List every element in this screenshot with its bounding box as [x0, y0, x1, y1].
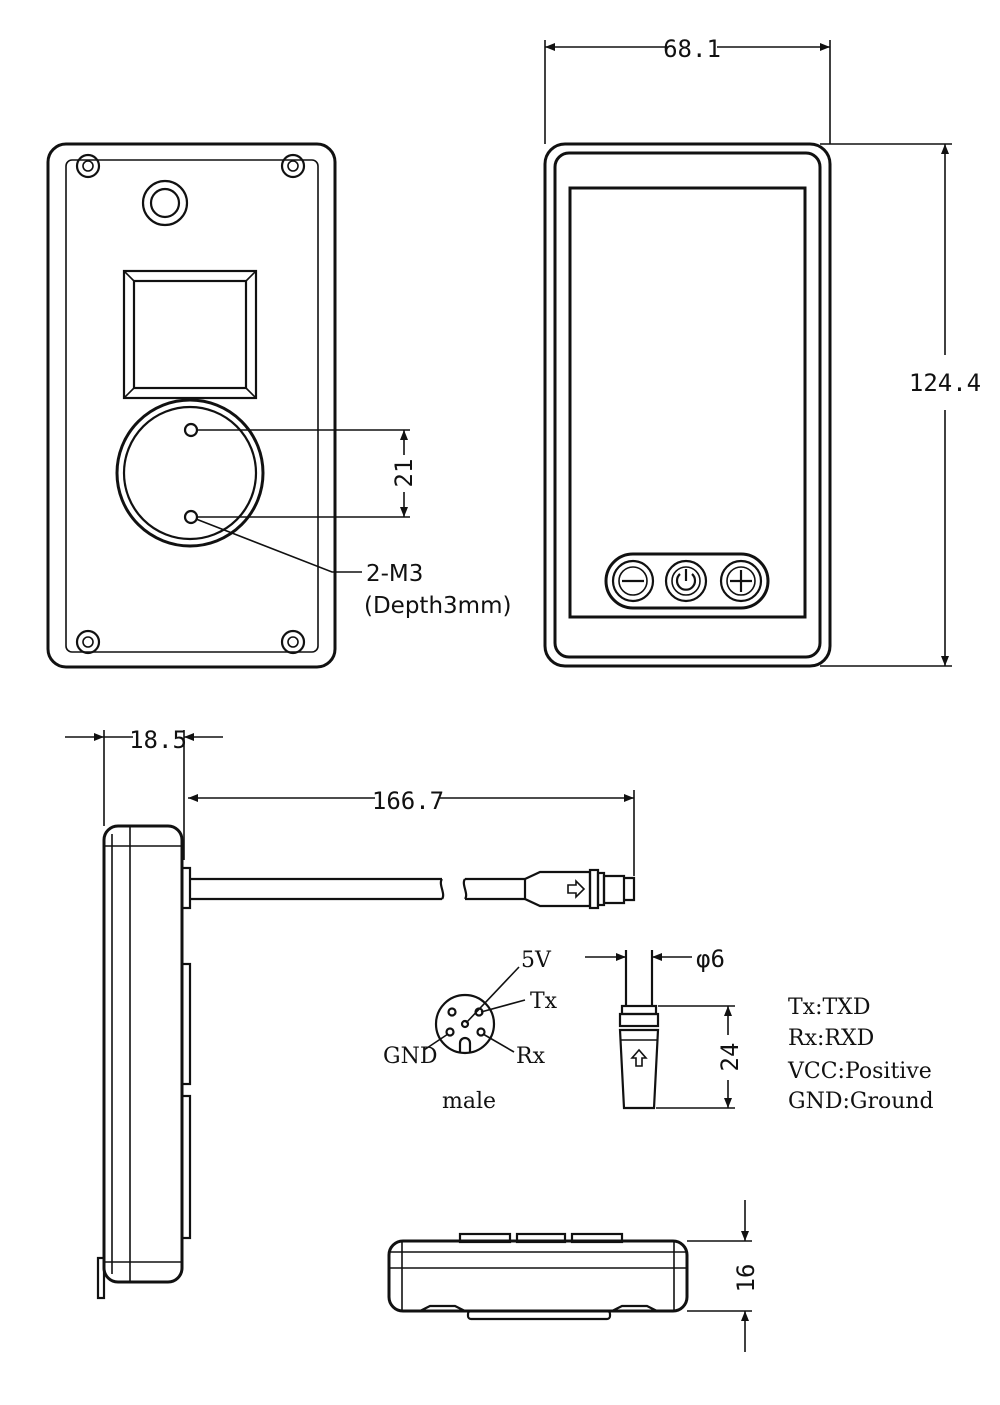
bottom-view: 16: [387, 1200, 760, 1352]
legend-item: GND:Ground: [788, 1089, 934, 1114]
bottom-height-dimension: 16: [687, 1200, 760, 1352]
thickness-dimension: 18.5: [65, 726, 223, 860]
plug-length-label: 24: [716, 1043, 744, 1072]
pin-tx-label: Tx: [530, 989, 558, 1014]
back-view: 21 2-M3 (Depth3mm): [46, 142, 511, 669]
height-label: 124.4: [909, 369, 981, 397]
round-boss: [115, 398, 265, 548]
square-window: [122, 269, 258, 400]
bottom-height-label: 16: [732, 1264, 760, 1293]
plug-detail: φ6 24: [585, 945, 744, 1110]
legend-item: Tx:TXD: [788, 995, 870, 1020]
height-dimension: 124.4: [820, 143, 981, 667]
hole-spacing-dimension: 21: [197, 429, 418, 518]
front-view: 68.1 124.4: [543, 35, 981, 668]
plus-button[interactable]: [719, 559, 763, 603]
pin-legend: Tx:TXD Rx:RXD VCC:Positive GND:Ground: [787, 995, 934, 1114]
cable-length-dimension: 166.7: [188, 787, 635, 876]
legend-item: VCC:Positive: [787, 1059, 932, 1084]
plug-diameter-label: φ6: [696, 945, 725, 973]
pin-gnd-label: GND: [383, 1044, 437, 1069]
power-button[interactable]: [664, 559, 708, 603]
side-view: 18.5 166.7: [65, 726, 636, 1300]
thread-note-line2: (Depth3mm): [364, 593, 511, 619]
width-label: 68.1: [663, 35, 721, 63]
connector-pinout: 5V Tx Rx GND male: [383, 948, 558, 1114]
thread-note-line1: 2-M3: [366, 561, 423, 587]
hole-spacing-label: 21: [390, 459, 418, 488]
legend-item: Rx:RXD: [788, 1026, 874, 1051]
width-dimension: 68.1: [544, 35, 831, 144]
button-bar: [604, 552, 770, 610]
pin-5v-label: 5V: [521, 948, 552, 973]
corner-screws: [75, 153, 306, 655]
mount-hole: [141, 179, 189, 227]
pin-rx-label: Rx: [516, 1044, 546, 1069]
thickness-label: 18.5: [129, 726, 187, 754]
cable-length-label: 166.7: [372, 787, 444, 815]
connector-gender-label: male: [442, 1089, 496, 1114]
minus-button[interactable]: [611, 559, 655, 603]
